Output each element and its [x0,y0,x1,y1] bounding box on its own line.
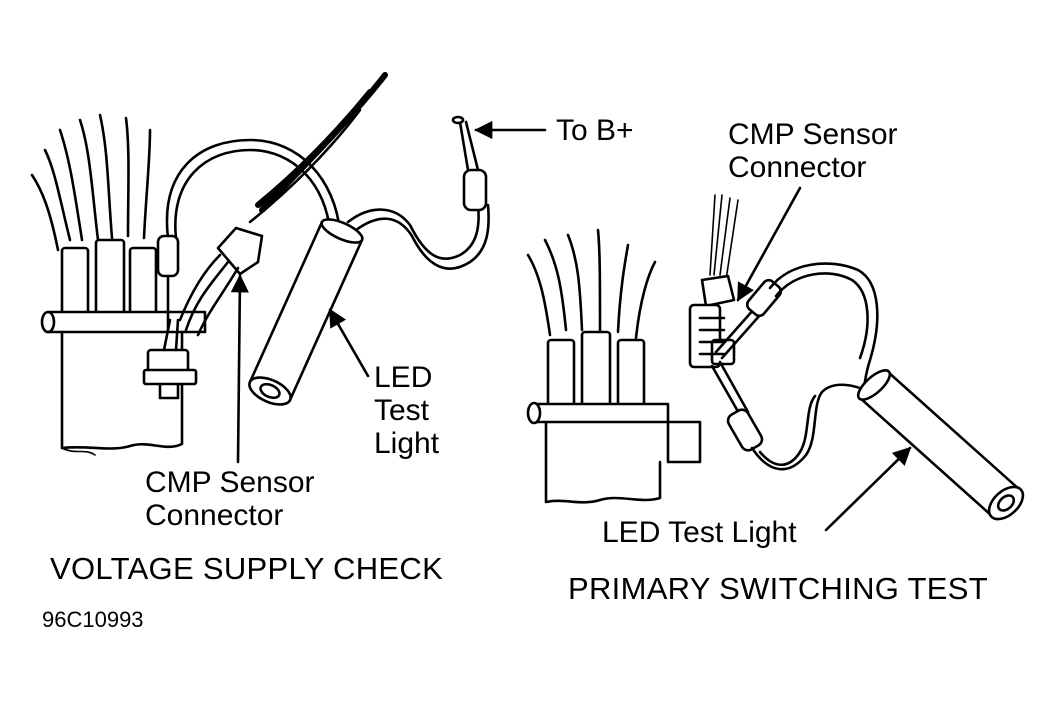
label-right-cmp-sensor-connector: CMP Sensor Connector [728,118,898,184]
right-test-leads [710,262,879,471]
right-led-test-light [856,369,1025,521]
arrow-right-cmp [736,186,802,302]
arrow-left-cmp [230,274,249,464]
arrow-right-led [824,446,912,532]
left-test-leads [156,72,388,337]
left-distributor [30,113,207,456]
label-to-b-plus: To B+ [556,114,634,147]
label-left-cmp-sensor-connector: CMP Sensor Connector [145,466,315,532]
label-left-led-test-light: LED Test Light [374,361,440,460]
figure-code: 96C10993 [42,607,144,632]
left-panel-title: VOLTAGE SUPPLY CHECK [50,551,444,586]
arrow-left-led [328,308,370,378]
right-distributor [526,228,702,504]
left-cmp-connector [142,318,198,400]
left-led-test-light [248,115,490,406]
right-cmp-connector [688,194,739,369]
label-right-led-test-light: LED Test Light [602,516,797,549]
right-panel-title: PRIMARY SWITCHING TEST [568,571,988,606]
